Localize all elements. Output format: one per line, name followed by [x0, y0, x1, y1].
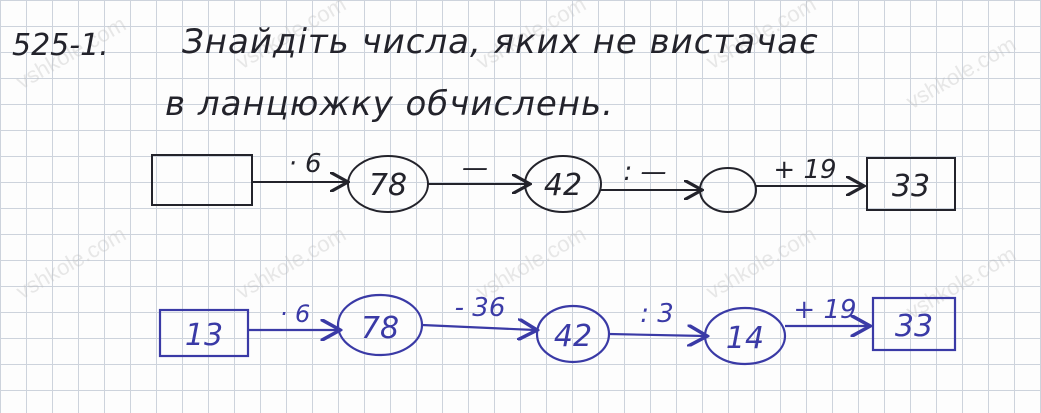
bottom-op-2: - 36 — [455, 293, 506, 323]
top-op-4: + 19 — [773, 155, 836, 185]
bottom-arrow-3 — [608, 334, 705, 336]
top-circle-3 — [699, 167, 757, 213]
bottom-start-box — [158, 308, 250, 358]
top-result-value: 33 — [892, 169, 930, 204]
bottom-op-1: · 6 — [280, 300, 311, 328]
bottom-result-value: 33 — [895, 309, 933, 344]
top-circle-2 — [524, 155, 602, 213]
bottom-value-3: 14 — [726, 321, 764, 356]
top-value-2: 42 — [544, 168, 582, 203]
top-op-3: : — — [623, 157, 666, 187]
bottom-value-2: 42 — [554, 319, 592, 354]
bottom-circle-3 — [703, 306, 787, 366]
top-op-1: · 6 — [288, 149, 321, 179]
exercise-number: 525-1. — [12, 28, 109, 63]
top-start-box — [151, 154, 253, 206]
bottom-op-4: + 19 — [793, 295, 856, 325]
top-value-1: 78 — [369, 168, 407, 203]
bottom-arrow-2 — [421, 325, 535, 330]
bottom-value-1: 78 — [361, 311, 399, 346]
bottom-result-box — [871, 296, 957, 352]
bottom-start-value: 13 — [185, 318, 223, 353]
bottom-op-3: : 3 — [640, 299, 674, 329]
task-line-1: Знайдіть числа, яких не вистачає — [182, 22, 819, 62]
task-line-2: в ланцюжку обчислень. — [165, 84, 614, 124]
top-result-box — [866, 157, 956, 211]
top-op-2: — — [462, 153, 488, 183]
